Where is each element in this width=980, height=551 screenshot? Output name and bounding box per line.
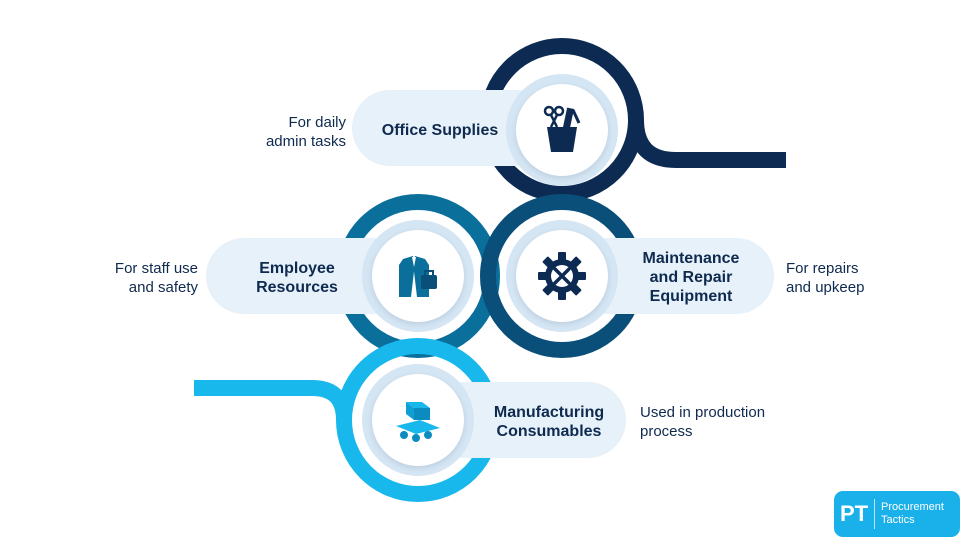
office-supplies-icon-holder — [516, 84, 608, 176]
manufacturing-title: Manufacturing Consumables — [493, 404, 605, 440]
manufacturing-desc: Used in production process — [640, 404, 766, 440]
logo-line2: Tactics — [881, 514, 915, 526]
office-supplies-desc: For daily admin tasks — [265, 114, 346, 150]
cyan-tail — [194, 380, 352, 421]
procurement-tactics-logo: PT Procurement Tactics — [834, 491, 960, 537]
navy-tail — [628, 119, 786, 168]
employee-resources-icon-holder — [372, 230, 464, 322]
logo-mark: PT — [834, 499, 875, 529]
employee-resources-desc: For staff use and safety — [114, 260, 198, 296]
pencil-cup-icon — [543, 105, 581, 152]
maintenance-title: Maintenance and Repair Equipment — [642, 250, 740, 305]
conveyor-belt-icon — [396, 402, 440, 442]
logo-line1: Procurement — [881, 501, 944, 513]
manufacturing-icon-holder — [372, 374, 464, 466]
uniform-shirt-icon — [399, 256, 437, 297]
logo-text: Procurement Tactics — [875, 501, 944, 527]
maintenance-desc: For repairs and upkeep — [786, 260, 865, 296]
office-supplies-title: Office Supplies — [381, 122, 499, 139]
employee-resources-title: Employee Resources — [256, 260, 338, 296]
gear-tools-icon — [538, 252, 586, 300]
maintenance-icon-holder — [516, 230, 608, 322]
